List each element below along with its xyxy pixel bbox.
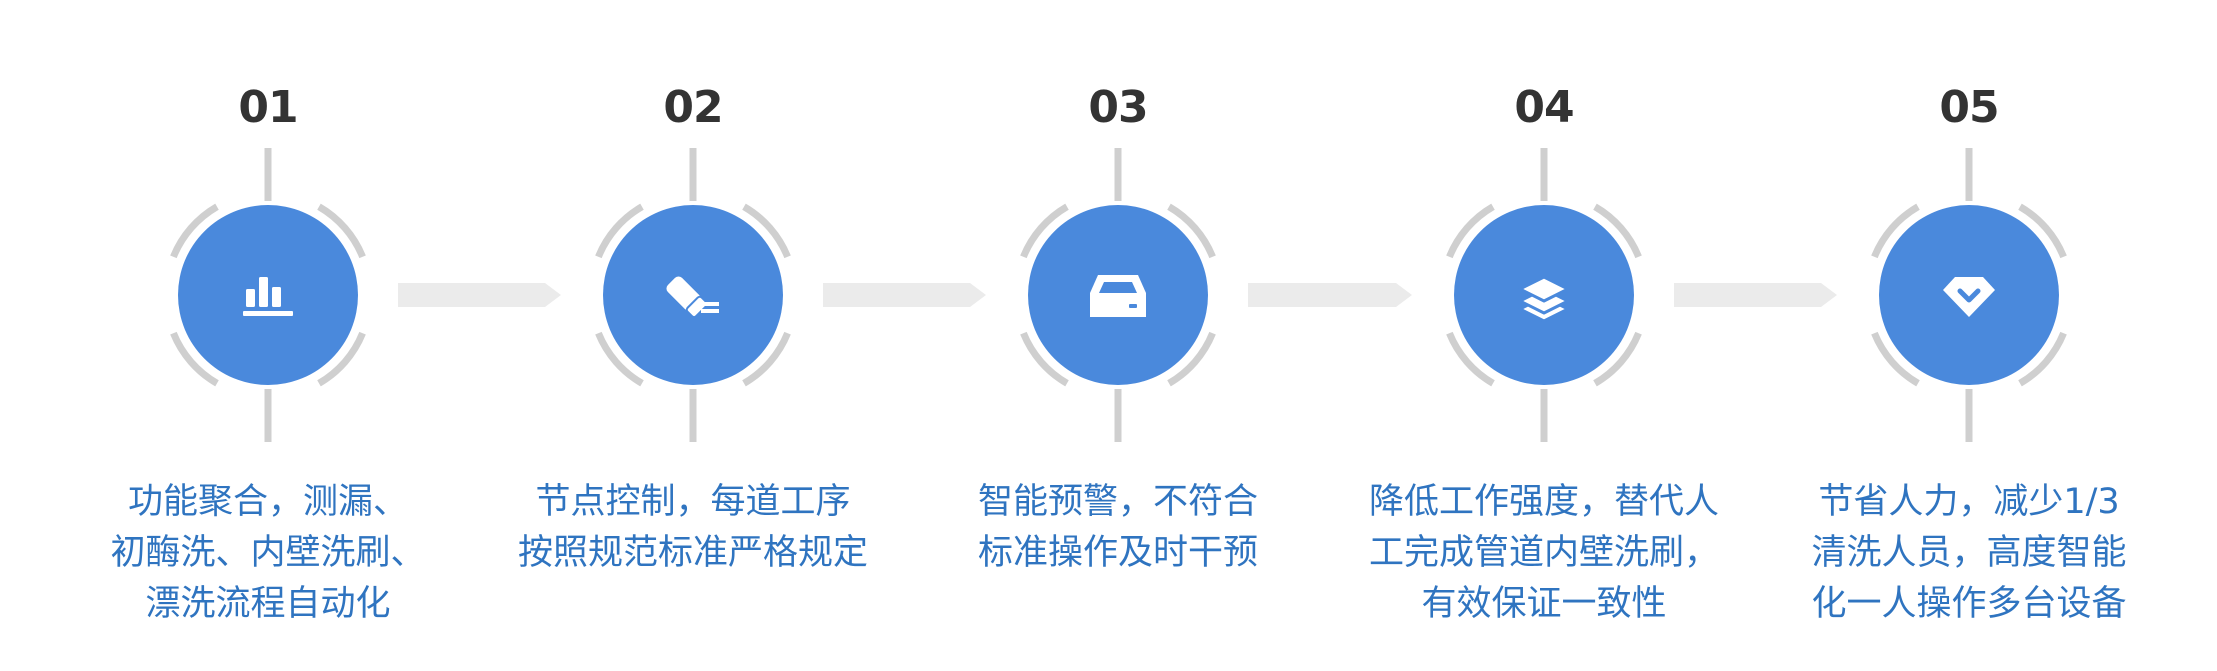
step-5-arc-3	[1871, 331, 1920, 387]
step-5-node	[1871, 148, 2067, 442]
step-1-line-1: 功能聚合，测漏、	[127, 482, 408, 522]
layers-icon	[1518, 275, 1570, 323]
step-1-arc-1	[317, 203, 366, 259]
step-4-number: 04	[1514, 82, 1574, 133]
step-5-description: 节省人力，减少1/3 清洗人员，高度智能 化一人操作多台设备	[1759, 477, 2179, 630]
step-1-description: 功能聚合，测漏、 初酶洗、内壁洗刷、 漂洗流程自动化	[58, 477, 478, 630]
step-3-arc-3	[1020, 331, 1069, 387]
step-5-arc-2	[2018, 331, 2067, 387]
step-1-arc-4	[170, 203, 219, 259]
step-3-description: 智能预警，不符合 标准操作及时干预	[908, 477, 1328, 579]
step-3-arc-1	[1167, 203, 1216, 259]
connector-arrows	[398, 283, 1837, 307]
step-3-arc-4	[1020, 203, 1069, 259]
step-1-arc-2	[317, 331, 366, 387]
step-2-line-1: 节点控制，每道工序	[535, 482, 851, 522]
arrow-4-to-5	[1674, 283, 1837, 307]
step-3-line-1: 智能预警，不符合	[977, 482, 1258, 522]
step-1-line-2: 初酶洗、内壁洗刷、	[110, 533, 426, 573]
arrow-3-to-4	[1248, 283, 1412, 307]
step-5-number: 05	[1939, 82, 1999, 133]
step-4-description: 降低工作强度，替代人 工完成管道内壁洗刷， 有效保证一致性	[1334, 477, 1754, 630]
step-2-arc-3	[595, 331, 644, 387]
step-2-arc-2	[742, 331, 791, 387]
step-2-arc-4	[595, 203, 644, 259]
step-3-line-2: 标准操作及时干预	[977, 533, 1258, 573]
step-5-arc-4	[1871, 203, 1920, 259]
step-2-arc-1	[742, 203, 791, 259]
step-4-arc-4	[1446, 203, 1495, 259]
step-1-arc-3	[170, 331, 219, 387]
step-3-arc-2	[1167, 331, 1216, 387]
arrow-1-to-2	[398, 283, 561, 307]
step-1-number: 01	[238, 82, 298, 133]
step-4-node	[1446, 148, 1642, 442]
step-4-arc-3	[1446, 331, 1495, 387]
arrow-2-to-3	[823, 283, 986, 307]
bar-chart-icon	[243, 277, 293, 316]
step-4-arc-2	[1593, 331, 1642, 387]
step-3-number: 03	[1088, 82, 1148, 133]
step-3-node	[1020, 148, 1216, 442]
step-1-node	[170, 148, 366, 442]
inbox-tray-icon	[1090, 275, 1146, 317]
step-2-node	[595, 148, 791, 442]
step-4-arc-1	[1593, 203, 1642, 259]
step-2-description: 节点控制，每道工序 按照规范标准严格规定	[483, 477, 903, 579]
step-2-number: 02	[663, 82, 723, 133]
step-1-line-3: 漂洗流程自动化	[145, 584, 391, 624]
step-4-line-1: 降低工作强度，替代人	[1368, 482, 1719, 522]
eraser-edit-icon	[666, 276, 719, 318]
step-2-line-2: 按照规范标准严格规定	[517, 533, 868, 573]
step-5-line-2: 清洗人员，高度智能	[1811, 533, 2127, 573]
step-5-line-3: 化一人操作多台设备	[1811, 584, 2127, 624]
step-4-line-2: 工完成管道内壁洗刷，	[1368, 533, 1719, 573]
gem-check-icon	[1943, 277, 1995, 317]
step-nodes	[170, 148, 2067, 442]
step-5-arc-1	[2018, 203, 2067, 259]
step-4-line-3: 有效保证一致性	[1421, 584, 1667, 624]
step-5-line-1: 节省人力，减少1/3	[1818, 482, 2120, 522]
